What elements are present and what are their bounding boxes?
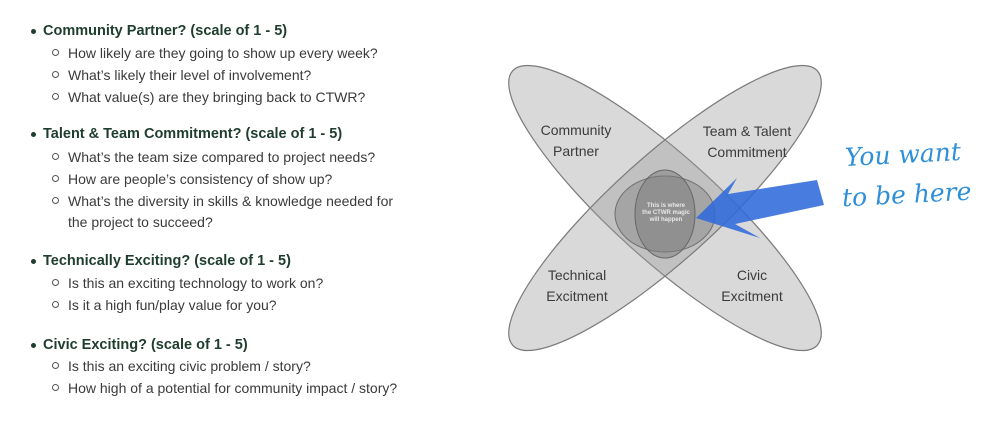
question-item: How are people’s consistency of show up?	[52, 168, 332, 190]
ring-bullet	[52, 362, 59, 369]
label-community-partner: Community Partner	[540, 122, 612, 159]
ellipse-community-technical	[508, 64, 822, 352]
question-item: What’s likely their level of involvement…	[52, 64, 311, 86]
question-item: How likely are they going to show up eve…	[52, 42, 378, 64]
annotation-you-want: You want	[844, 136, 962, 173]
ellipse-inner-vertical	[634, 169, 696, 259]
section-title: Civic Exciting? (scale of 1 - 5)	[43, 337, 248, 353]
question-item: How high of a potential for community im…	[52, 377, 397, 399]
arrow-shape	[696, 178, 824, 238]
diagram-canvas	[508, 64, 824, 352]
question-item: What value(s) are they bringing back to …	[52, 86, 365, 108]
question-item: What’s the diversity in skills & knowled…	[52, 190, 393, 212]
center-note: This is where the CTWR magic will happen	[642, 203, 690, 223]
ring-bullet	[52, 175, 59, 182]
ring-bullet	[52, 49, 59, 56]
ring-bullet	[52, 279, 59, 286]
question-item: Is this an exciting civic problem / stor…	[52, 355, 311, 377]
question-item: Is this an exciting technology to work o…	[52, 272, 323, 294]
label-team-talent: Team & Talent Commitment	[702, 123, 792, 160]
label-civic-excitment: Civic Excitment	[721, 267, 783, 304]
bullet	[31, 343, 36, 348]
question-item: Is it a high fun/play value for you?	[52, 294, 277, 316]
question-item-continued: the project to succeed?	[68, 214, 213, 230]
bullet	[31, 29, 36, 34]
section-title: Technically Exciting? (scale of 1 - 5)	[43, 253, 291, 269]
ring-bullet	[52, 93, 59, 100]
ring-bullet	[52, 301, 59, 308]
four-ellipse-diagram: Community Partner Team & Talent Commitme…	[460, 0, 991, 430]
section-title: Community Partner? (scale of 1 - 5)	[43, 23, 288, 39]
ring-bullet	[52, 197, 59, 204]
blue-arrow	[696, 178, 824, 238]
bullet	[31, 259, 36, 264]
section-title: Talent & Team Commitment? (scale of 1 - …	[43, 126, 343, 142]
ring-bullet	[52, 71, 59, 78]
label-technical-excitment: Technical Excitment	[546, 267, 608, 304]
criteria-list: Community Partner? (scale of 1 - 5) How …	[0, 0, 460, 430]
bullet	[31, 132, 36, 137]
question-item: What’s the team size compared to project…	[52, 146, 375, 168]
ring-bullet	[52, 153, 59, 160]
ring-bullet	[52, 384, 59, 391]
